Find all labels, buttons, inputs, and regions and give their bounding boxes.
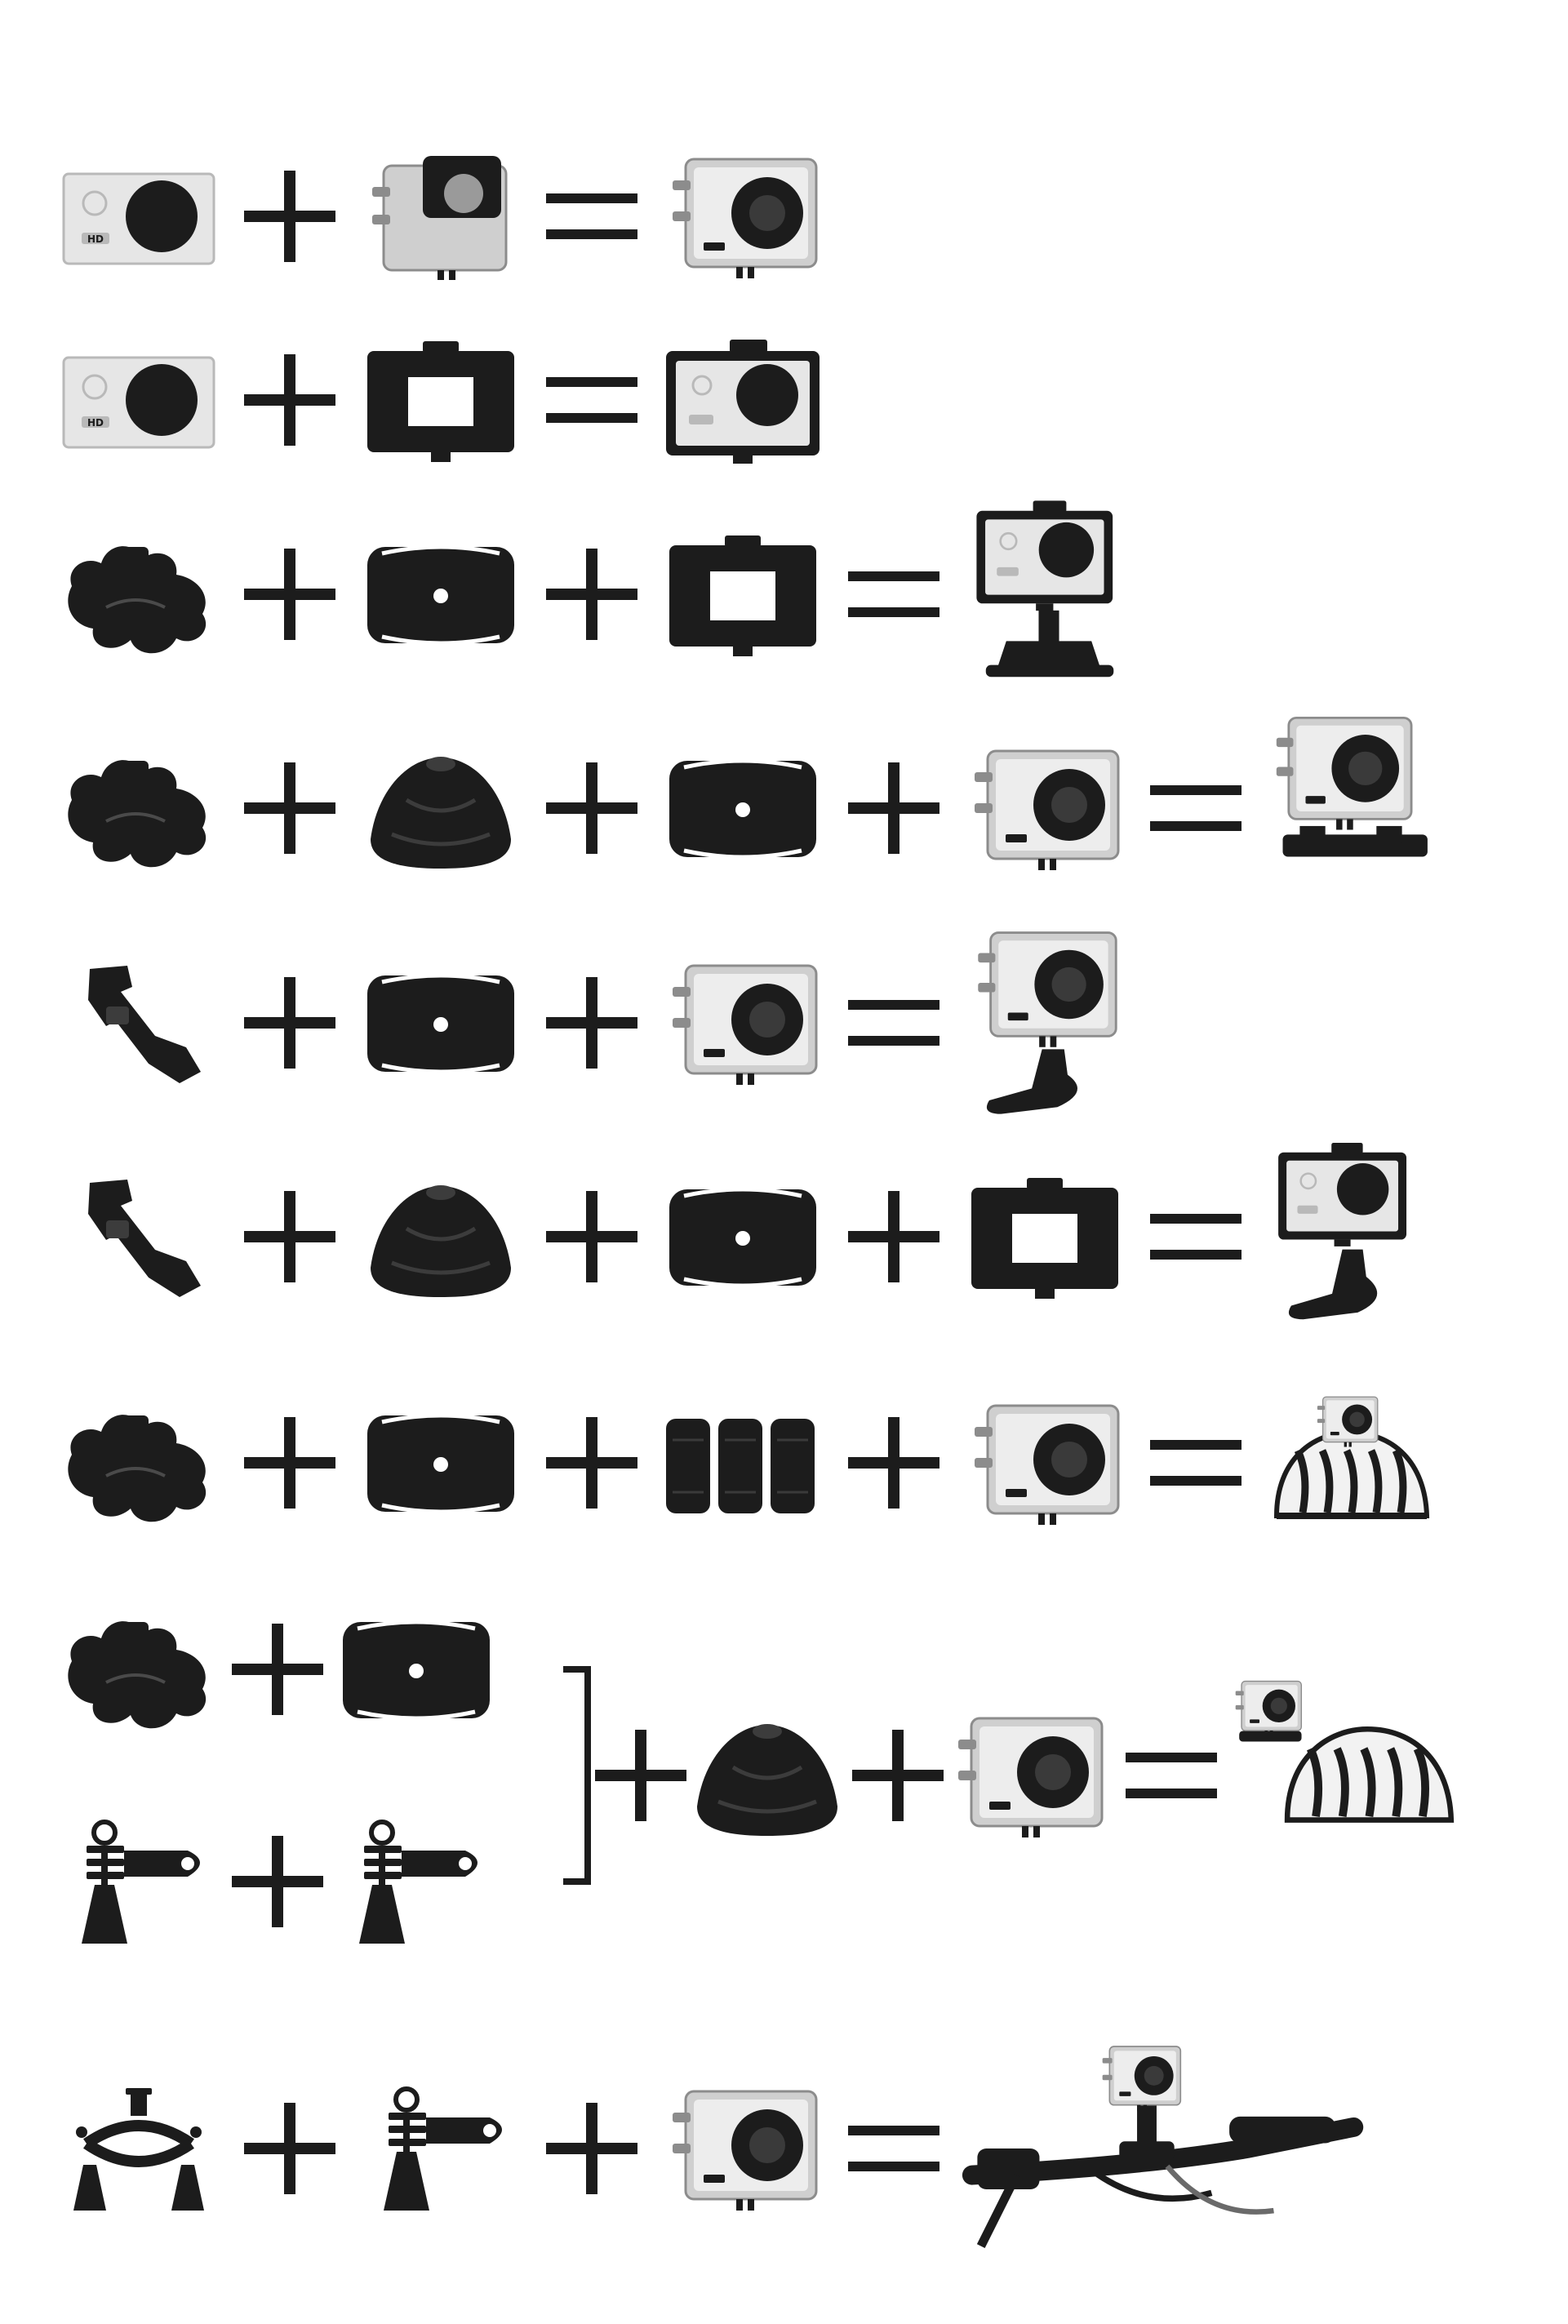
flat-adhesive-mount-icon xyxy=(669,758,816,860)
dome-mount-icon xyxy=(697,1724,837,1836)
frame-mount-icon xyxy=(971,1178,1118,1299)
hd-mark: HD xyxy=(87,233,104,245)
j-hook-buckle-icon xyxy=(88,1180,201,1297)
thumbscrew-pivot-arm-icon xyxy=(359,1820,478,1944)
plus-sign xyxy=(546,1191,637,1282)
dome-mount-icon xyxy=(371,1185,511,1297)
equals-sign xyxy=(848,2126,939,2171)
plus-sign xyxy=(546,762,637,854)
plus-sign xyxy=(244,549,335,640)
camera-icon: HD xyxy=(62,172,215,265)
frame-mount-icon xyxy=(669,535,816,656)
j-hook-buckle-icon xyxy=(88,966,201,1083)
camera-on-helmet-icon xyxy=(1273,1396,1430,1519)
equals-sign xyxy=(1150,1214,1242,1260)
camera-on-bicycle-icon xyxy=(962,2046,1364,2248)
camera-in-housing-icon xyxy=(673,2090,818,2211)
equals-sign xyxy=(1150,1440,1242,1486)
plus-sign xyxy=(244,354,335,446)
housed-camera-on-buckle-icon xyxy=(1276,716,1428,857)
plus-sign xyxy=(852,1730,944,1821)
thumbscrew-pivot-arm-icon xyxy=(384,2086,502,2211)
flat-adhesive-mount-icon xyxy=(367,973,514,1074)
framed-camera-on-mount-icon xyxy=(976,500,1114,678)
camera-in-housing-icon xyxy=(975,1404,1120,1525)
equals-sign xyxy=(546,377,637,423)
camera-in-housing-icon xyxy=(673,158,818,278)
waterproof-housing-icon xyxy=(372,156,508,280)
flat-adhesive-mount-icon xyxy=(669,1187,816,1288)
housed-camera-on-j-hook-icon xyxy=(978,931,1117,1114)
plus-sign xyxy=(546,1417,637,1509)
camera-in-housing-icon xyxy=(673,964,818,1085)
equals-sign xyxy=(848,1000,939,1046)
thumbscrew-pivot-arm-icon xyxy=(82,1820,200,1944)
dome-mount-icon xyxy=(371,757,511,869)
equals-sign xyxy=(848,571,939,617)
camera-icon: HD xyxy=(62,356,215,449)
frame-mount-icon xyxy=(367,341,514,462)
plus-sign xyxy=(595,1730,686,1821)
flat-adhesive-mount-icon xyxy=(367,544,514,646)
flat-adhesive-mount-icon xyxy=(367,1413,514,1514)
plus-sign xyxy=(546,549,637,640)
equals-sign xyxy=(1126,1753,1217,1798)
handlebar-mount-icon xyxy=(73,2088,204,2211)
plus-sign xyxy=(244,171,335,262)
group-bracket xyxy=(563,1666,591,1885)
plus-sign xyxy=(232,1836,323,1927)
camera-in-housing-icon xyxy=(958,1717,1104,1837)
camera-in-frame-icon xyxy=(666,340,820,464)
plus-sign xyxy=(546,977,637,1069)
framed-camera-on-j-hook-icon xyxy=(1278,1143,1407,1320)
plus-sign xyxy=(546,2103,637,2194)
plus-sign xyxy=(244,2103,335,2194)
plus-sign xyxy=(232,1624,323,1715)
plus-sign xyxy=(244,977,335,1069)
plus-sign xyxy=(848,1191,939,1282)
camera-on-helmet-side-icon xyxy=(1235,1680,1455,1823)
plus-sign xyxy=(848,762,939,854)
plus-sign xyxy=(244,1191,335,1282)
hd-mark: HD xyxy=(87,417,104,429)
plus-sign xyxy=(848,1417,939,1509)
flat-adhesive-mount-icon xyxy=(343,1620,490,1721)
quick-release-buckle-icon xyxy=(68,546,207,654)
plus-sign xyxy=(244,762,335,854)
quick-release-buckle-icon xyxy=(68,760,207,868)
camera-in-housing-icon xyxy=(975,749,1120,870)
quick-release-buckle-icon xyxy=(68,1621,207,1729)
quick-release-buckle-icon xyxy=(68,1415,207,1522)
equals-sign xyxy=(1150,785,1242,831)
plus-sign xyxy=(244,1417,335,1509)
equals-sign xyxy=(546,193,637,239)
strap-pads-icon xyxy=(666,1419,815,1513)
